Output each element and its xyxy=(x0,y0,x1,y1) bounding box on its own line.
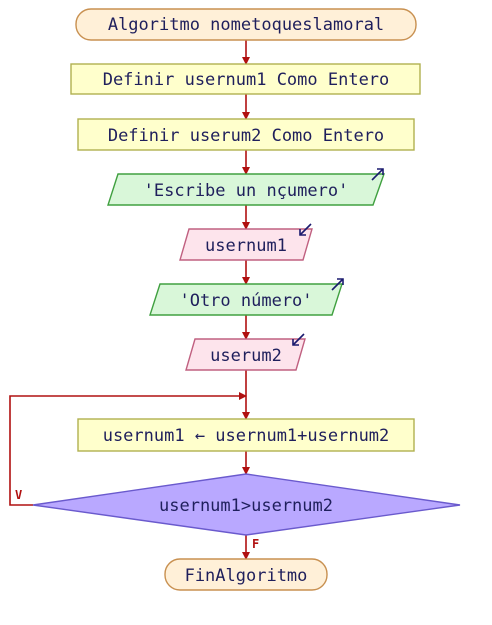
output-node-2: 'Otro número' xyxy=(149,278,344,316)
output-label-2: 'Otro número' xyxy=(179,291,312,311)
input-arrow-icon-2 xyxy=(292,333,305,346)
decision-label: usernum1>usernum2 xyxy=(159,496,333,516)
input-node-2: userum2 xyxy=(185,333,306,371)
assign-label: usernum1 ← usernum1+usernum2 xyxy=(103,426,390,446)
output-arrow-icon-2 xyxy=(331,278,344,291)
output-arrow-icon xyxy=(371,168,384,181)
input-label-2: userum2 xyxy=(210,346,282,366)
input-arrow-icon xyxy=(299,223,312,236)
start-node: Algoritmo nometoqueslamoral xyxy=(75,8,417,41)
end-label: FinAlgoritmo xyxy=(185,566,308,586)
connector-loop-back xyxy=(9,392,247,506)
true-branch-label: V xyxy=(15,488,22,502)
false-branch-label: F xyxy=(252,537,259,551)
start-label: Algoritmo nometoqueslamoral xyxy=(108,15,384,35)
define-node-2: Definir userum2 Como Entero xyxy=(77,118,415,151)
input-label-1: usernum1 xyxy=(205,236,287,256)
assign-node: usernum1 ← usernum1+usernum2 xyxy=(77,418,415,452)
output-node-1: 'Escribe un nçumero' xyxy=(107,168,385,206)
output-label-1: 'Escribe un nçumero' xyxy=(144,181,349,201)
input-node-1: usernum1 xyxy=(179,223,313,261)
define-node-1: Definir usernum1 Como Entero xyxy=(70,63,421,95)
decision-node: usernum1>usernum2 xyxy=(32,473,461,536)
end-node: FinAlgoritmo xyxy=(164,558,328,591)
define-label-1: Definir usernum1 Como Entero xyxy=(103,70,390,90)
connectors xyxy=(9,40,250,560)
define-label-2: Definir userum2 Como Entero xyxy=(108,126,384,146)
